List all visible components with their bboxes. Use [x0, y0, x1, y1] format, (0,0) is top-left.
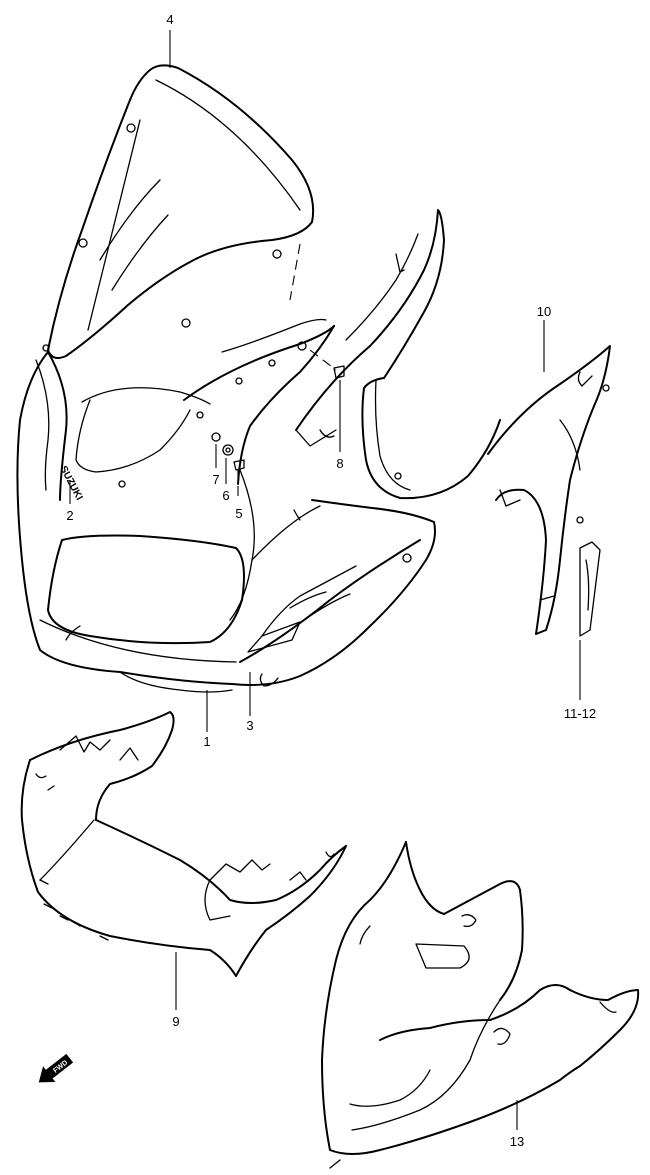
callout-3: 3: [246, 718, 253, 733]
callout-1: 1: [203, 734, 210, 749]
screw-part-5: [233, 459, 245, 471]
forward-arrow-icon: FWD: [38, 1053, 74, 1083]
side-panel-part-10: [487, 345, 611, 637]
callout-2: 2: [66, 508, 73, 523]
callout-7: 7: [212, 472, 219, 487]
callout-13: 13: [510, 1134, 524, 1149]
under-cowling-part-13: [321, 841, 640, 1169]
callout-9: 9: [172, 1014, 179, 1029]
grommet-part-7: [211, 432, 221, 442]
callout-labels: 4 2 1 3 7 6 5 8 10 11-12 9 13: [66, 12, 596, 1149]
callout-11-12: 11-12: [564, 706, 596, 721]
callout-5: 5: [235, 506, 242, 521]
screw-part-8: [333, 365, 345, 379]
side-duct: [295, 209, 501, 500]
callout-6: 6: [222, 488, 229, 503]
callout-4: 4: [166, 12, 173, 27]
lower-cowling-part-9: [20, 711, 347, 977]
upper-cowling-part-1: SUZUKI: [16, 318, 436, 693]
callout-10: 10: [537, 304, 551, 319]
fasteners: [211, 365, 345, 471]
callout-8: 8: [336, 456, 343, 471]
leader-lines: [69, 30, 581, 1130]
windscreen-part-4: [42, 64, 315, 359]
washer-part-6: [222, 444, 234, 456]
